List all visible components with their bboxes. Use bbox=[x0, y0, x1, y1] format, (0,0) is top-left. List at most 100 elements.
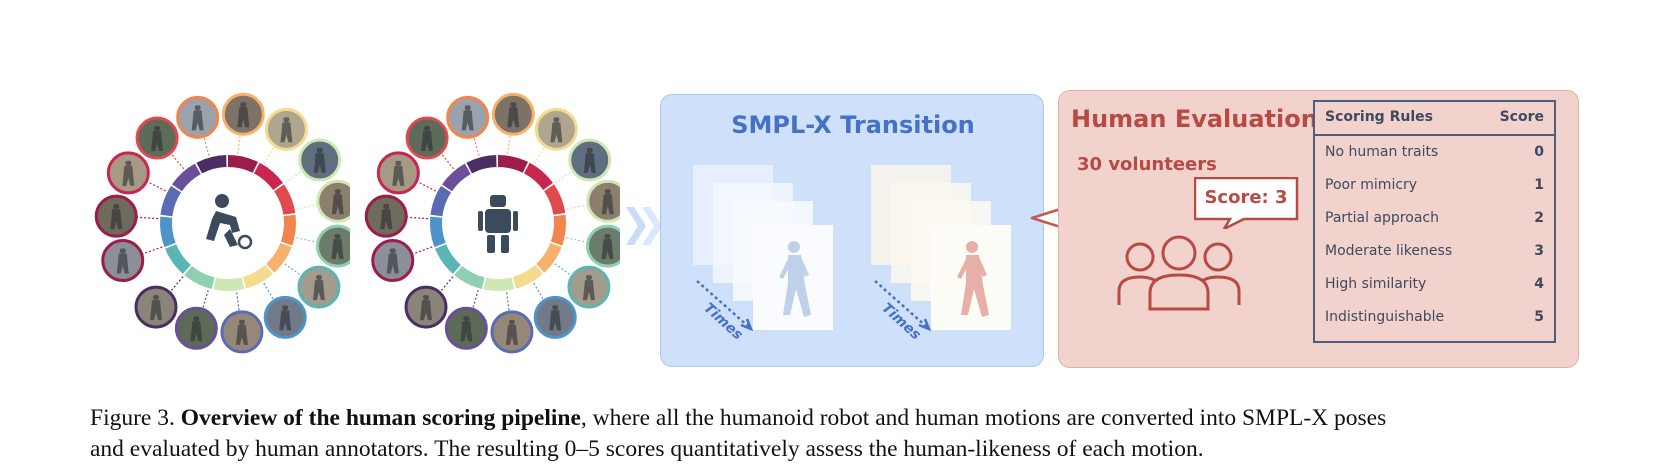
person-figure bbox=[460, 316, 473, 342]
ring-segment bbox=[160, 216, 176, 248]
ring-segment bbox=[274, 184, 296, 215]
connector-line bbox=[533, 282, 546, 303]
ring-segment bbox=[435, 244, 461, 274]
people-group-icon bbox=[1117, 235, 1241, 311]
rule-score: 0 bbox=[1534, 144, 1544, 160]
connector-line bbox=[284, 263, 304, 278]
smplx-title: SMPL-X Transition bbox=[731, 111, 975, 139]
person-figure bbox=[312, 275, 325, 301]
connector-line bbox=[406, 216, 429, 220]
caption-label: Figure 3. bbox=[90, 405, 175, 431]
ring-segment bbox=[172, 163, 201, 192]
table-row: High similarity 4 bbox=[1315, 268, 1554, 302]
rule-label: Moderate likeness bbox=[1325, 243, 1453, 259]
robot-motion-circle bbox=[364, 92, 620, 354]
human-pose-stack: Times bbox=[693, 165, 833, 343]
person-figure bbox=[505, 319, 518, 345]
rule-score: 4 bbox=[1534, 276, 1544, 292]
connector-line bbox=[296, 237, 319, 243]
connector-line bbox=[439, 151, 455, 170]
person-figure bbox=[507, 102, 520, 128]
robot-icon bbox=[478, 195, 518, 253]
connector-line bbox=[284, 169, 304, 184]
connector-line bbox=[168, 276, 184, 294]
thumbnail-group bbox=[94, 92, 350, 354]
human-pose-figure bbox=[779, 241, 811, 317]
connector-line bbox=[566, 204, 589, 210]
ring-segment bbox=[466, 155, 497, 174]
rule-label: No human traits bbox=[1325, 144, 1439, 160]
chevron-arrow-icon bbox=[626, 207, 662, 245]
connector-line bbox=[169, 151, 185, 170]
table-header: Scoring Rules Score bbox=[1315, 102, 1554, 136]
person-figure bbox=[601, 189, 614, 215]
ring-segment bbox=[165, 244, 191, 274]
person-figure bbox=[331, 234, 344, 260]
connector-line bbox=[145, 180, 166, 192]
ring-segment bbox=[544, 184, 566, 215]
ring-segment bbox=[254, 162, 283, 190]
person-figure bbox=[386, 248, 399, 274]
ring-segment bbox=[550, 214, 566, 246]
robot-pose-stack: Times bbox=[871, 165, 1011, 343]
caption-text-line1: , where all the humanoid robot and human… bbox=[580, 405, 1387, 431]
person-figure bbox=[151, 126, 164, 152]
rule-label: High similarity bbox=[1325, 276, 1427, 292]
ring-segment bbox=[512, 264, 544, 289]
table-row: Moderate likeness 3 bbox=[1315, 235, 1554, 269]
rule-score: 5 bbox=[1534, 309, 1544, 325]
ring-segment bbox=[430, 216, 446, 248]
connector-line bbox=[554, 169, 574, 184]
person-figure bbox=[601, 234, 614, 260]
rule-score: 2 bbox=[1534, 210, 1544, 226]
person-figure bbox=[280, 117, 293, 143]
person-figure bbox=[461, 105, 474, 131]
rule-score: 3 bbox=[1534, 243, 1544, 259]
connector-line bbox=[296, 204, 319, 210]
connector-line bbox=[415, 180, 436, 192]
evaluation-title: Human Evaluation bbox=[1071, 105, 1318, 133]
ring-segment bbox=[228, 155, 259, 173]
person-figure bbox=[331, 189, 344, 215]
person-figure bbox=[279, 305, 292, 331]
ring-segment bbox=[430, 185, 452, 217]
person-figure bbox=[313, 148, 326, 174]
connector-line bbox=[533, 144, 547, 164]
person-figure bbox=[420, 295, 433, 321]
person-figure bbox=[122, 160, 135, 186]
person-figure bbox=[421, 126, 434, 152]
connector-line bbox=[141, 246, 163, 256]
scoring-rules-table: Scoring Rules Score No human traits 0 Po… bbox=[1313, 100, 1556, 343]
ring-segment bbox=[524, 162, 553, 190]
figure-caption: Figure 3. Overview of the human scoring … bbox=[90, 403, 1590, 465]
person-figure bbox=[582, 275, 595, 301]
volunteers-label: 30 volunteers bbox=[1077, 154, 1217, 175]
rules-column-header: Scoring Rules bbox=[1325, 109, 1433, 125]
robot-pose-figure bbox=[957, 241, 989, 317]
score-speech-bubble bbox=[1194, 177, 1299, 229]
ring-segment bbox=[196, 155, 227, 174]
person-figure bbox=[392, 160, 405, 186]
table-row: Poor mimicry 1 bbox=[1315, 169, 1554, 203]
person-figure bbox=[190, 316, 203, 342]
ring-segment bbox=[213, 277, 245, 291]
color-ring bbox=[160, 155, 296, 291]
thumbnail-group bbox=[364, 92, 620, 354]
ring-segment bbox=[536, 242, 562, 273]
human-evaluation-panel: Human Evaluation 30 volunteers Score: 3 … bbox=[1058, 90, 1579, 368]
connector-line bbox=[263, 282, 276, 303]
table-row: Partial approach 2 bbox=[1315, 202, 1554, 236]
table-row: No human traits 0 bbox=[1315, 136, 1554, 170]
rule-label: Partial approach bbox=[1325, 210, 1439, 226]
person-figure bbox=[550, 117, 563, 143]
person-figure bbox=[191, 105, 204, 131]
ring-segment bbox=[266, 242, 292, 273]
ring-segment bbox=[184, 265, 215, 290]
times-label: Times bbox=[700, 300, 745, 343]
caption-text-line2: and evaluated by human annotators. The r… bbox=[90, 436, 1204, 462]
ring-segment bbox=[160, 185, 182, 217]
ring-segment bbox=[483, 277, 515, 291]
ring-segment bbox=[454, 265, 485, 290]
score-column-header: Score bbox=[1499, 109, 1544, 125]
connector-line bbox=[411, 246, 433, 256]
